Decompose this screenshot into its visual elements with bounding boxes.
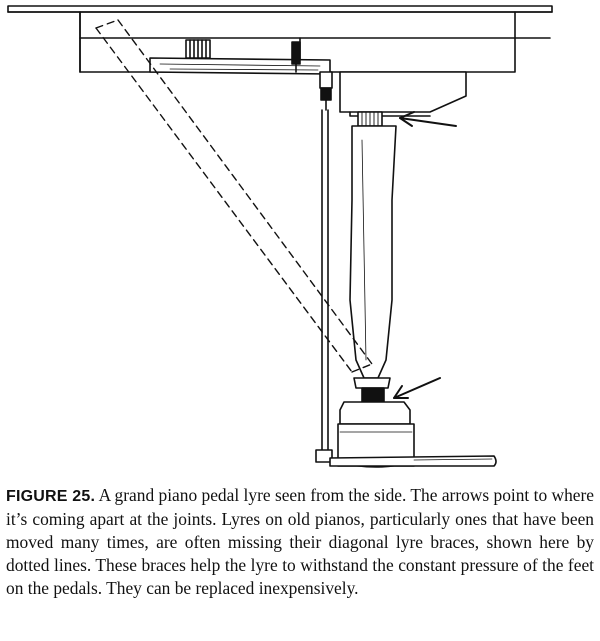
pedal-lyre-illustration [7, 5, 553, 468]
lower-joint [361, 387, 385, 403]
diagonal-lyre-brace [95, 19, 373, 373]
lyre-column [349, 125, 397, 389]
lyre-top-plate [149, 57, 331, 75]
pedal-rod [291, 41, 333, 463]
threaded-bolt [185, 39, 211, 59]
figure-label: FIGURE 25. [6, 488, 96, 505]
lyre-top-block [339, 71, 467, 117]
upper-joint [357, 111, 383, 127]
pedal [329, 455, 497, 467]
arrow-upper-joint [399, 111, 457, 127]
figure-caption-text: A grand piano pedal lyre seen from the s… [6, 485, 595, 598]
arrow-lower-joint [393, 377, 441, 399]
figure-caption: FIGURE 25. A grand piano pedal lyre seen… [6, 484, 594, 600]
